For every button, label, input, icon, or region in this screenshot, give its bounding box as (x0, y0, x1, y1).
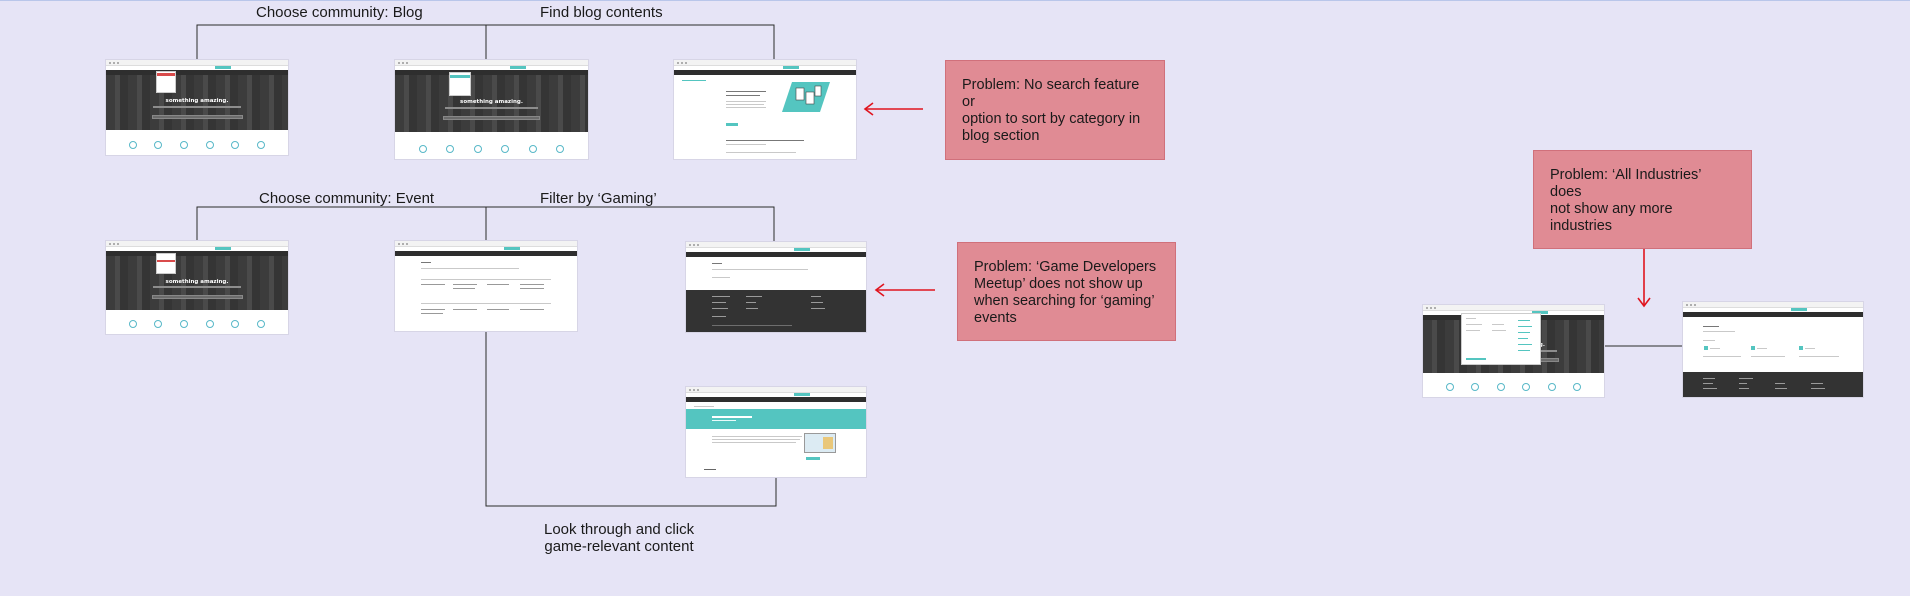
problem-gaming-line4: events (974, 310, 1017, 326)
problem-note-gaming: Problem: ‘Game Developers Meetup’ does n… (957, 242, 1176, 341)
screenshot-events-list (395, 241, 577, 331)
problem-industries-line1: Problem: ‘All Industries’ does (1550, 167, 1701, 200)
hero-title: something amazing. (165, 278, 229, 285)
label-choose-blog: Choose community: Blog (256, 4, 423, 21)
hero-title: something amazing. (165, 98, 229, 105)
label-filter-gaming: Filter by ‘Gaming’ (540, 190, 657, 207)
label-look-through: Look through and click game-relevant con… (544, 521, 694, 555)
problem-note-industries: Problem: ‘All Industries’ does not show … (1533, 150, 1752, 249)
problem-blog-line3: blog section (962, 128, 1040, 144)
event-detail-connector (485, 331, 777, 507)
problem-blog-line2: option to sort by category in (962, 111, 1141, 127)
hero-title: something amazing. (460, 99, 523, 106)
problem-industries-line2: not show any more industries (1550, 201, 1673, 234)
screenshot-home-event-menu: something amazing. (106, 241, 288, 334)
screenshot-events-filtered (686, 242, 866, 332)
problem-blog-line1: Problem: No search feature or (962, 77, 1140, 110)
label-look-through-line1: Look through and click (544, 521, 695, 538)
problem-gaming-line3: when searching for ‘gaming’ (974, 293, 1155, 309)
label-find-blog: Find blog contents (540, 4, 663, 21)
problem-gaming-line2: Meetup’ does not show up (974, 276, 1143, 292)
screenshot-home-blog-menu: something amazing. (106, 60, 288, 155)
screenshot-industries-page (1683, 302, 1863, 397)
screenshot-home-industries-menu: something amazing. (1423, 305, 1604, 397)
label-choose-event: Choose community: Event (259, 190, 435, 207)
problem-gaming-line1: Problem: ‘Game Developers (974, 259, 1157, 275)
problem-note-blog: Problem: No search feature or option to … (945, 60, 1165, 160)
label-look-through-line2: game-relevant content (544, 538, 694, 555)
screenshot-event-detail (686, 387, 866, 477)
screenshot-blog-page (674, 60, 856, 159)
screenshot-home-community-menu: something amazing. (395, 60, 588, 159)
